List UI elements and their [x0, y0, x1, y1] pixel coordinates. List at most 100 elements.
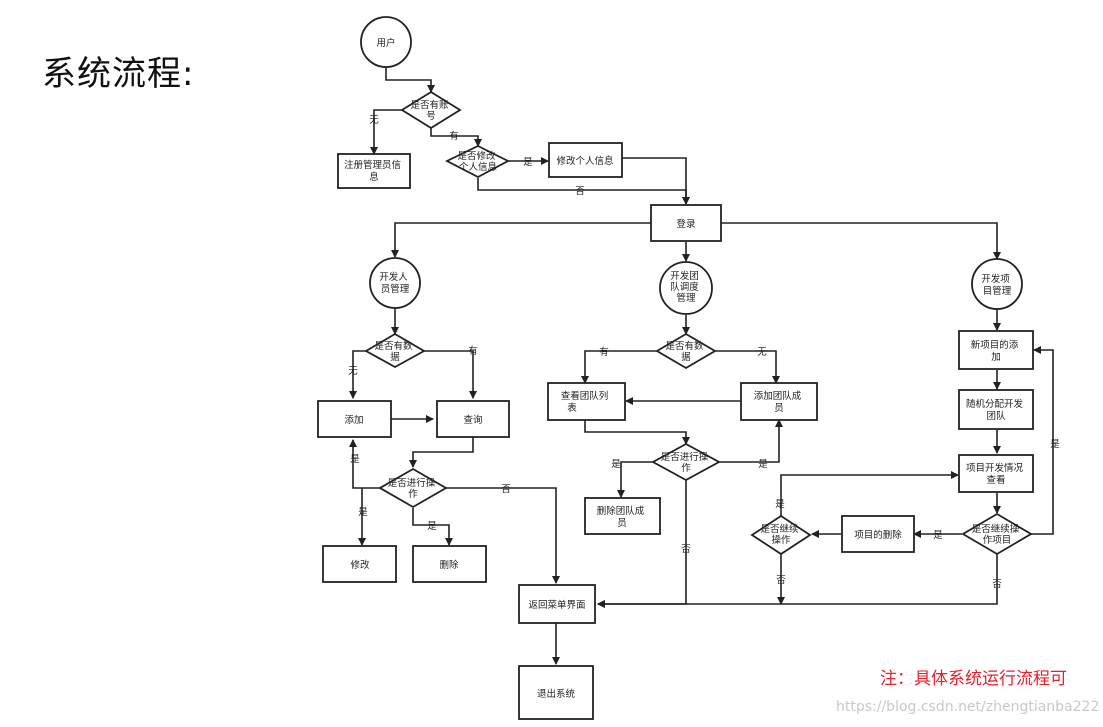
edge-hasdata-view — [581, 350, 657, 384]
label-query: 查询 — [463, 414, 482, 426]
label-dev-staff: 开发人 员管理 — [379, 271, 411, 295]
edge-label-continue-yes-left: 是 — [933, 530, 943, 541]
node-view-team — [547, 382, 626, 421]
label-team-sched: 开发团 队调度 管理 — [670, 270, 702, 304]
edge-label-contop-yes: 是 — [775, 499, 785, 510]
label-proj-status: 项目开发情况 查看 — [966, 462, 1026, 486]
node-continue-op — [750, 514, 812, 556]
edge-label-op-modify-yes: 是 — [358, 507, 368, 518]
edge-label-op-delete-yes: 是 — [427, 521, 437, 532]
label-continue-proj: 是否继续操 作项目 — [972, 523, 1023, 546]
edge-label-contop-no: 否 — [776, 575, 786, 586]
edge-view-op — [584, 420, 690, 445]
node-assign-team — [958, 389, 1034, 430]
edge-login-proj — [721, 222, 1001, 260]
edge-op-delete — [412, 508, 453, 546]
edge-label-modify-no: 否 — [575, 186, 585, 197]
edge-proj-back — [597, 554, 998, 608]
edge-label-op-back-no: 否 — [501, 484, 511, 495]
label-modify-info-q: 是否修改 个人信息 — [457, 150, 498, 173]
edge-login-staff — [391, 222, 651, 258]
label-view-team: 查看团队列 表 — [561, 390, 612, 414]
edge-hasdata-addmember — [715, 350, 780, 384]
edge-hasdata-add — [349, 350, 366, 399]
edge-op-addmember — [719, 419, 783, 463]
label-new-project: 新项目的添 加 — [971, 339, 1022, 363]
node-modify — [322, 545, 397, 583]
edge-op-add — [349, 439, 380, 489]
edge-label-team-have: 有 — [599, 346, 609, 358]
edge-modify-login — [622, 157, 690, 205]
label-delete: 删除 — [439, 559, 459, 571]
edge-label-team-no: 无 — [757, 347, 767, 358]
label-proj-mgmt: 开发项 目管理 — [981, 273, 1013, 297]
footnote: 注：具体系统运行流程可 — [880, 669, 1067, 689]
label-modify-info: 修改个人信息 — [556, 155, 613, 167]
node-add-member — [740, 382, 818, 421]
watermark: https://blog.csdn.net/zhengtianba222 — [836, 699, 1100, 715]
node-team-sched — [659, 261, 713, 315]
label-team-has-data: 是否有数 据 — [665, 340, 706, 363]
edges — [349, 66, 1054, 665]
node-register-admin — [337, 153, 411, 189]
node-modify-info — [548, 142, 623, 178]
edge-contop-status — [780, 471, 959, 516]
label-has-account: 是否有账 号 — [410, 99, 451, 122]
node-del-member — [584, 497, 661, 535]
node-proj-status — [958, 454, 1034, 493]
node-has-account — [400, 90, 462, 130]
node-delete-proj — [841, 515, 915, 553]
label-continue-op: 是否继续 操作 — [760, 523, 801, 546]
label-modify: 修改 — [350, 559, 370, 571]
node-login — [650, 204, 722, 242]
label-team-op: 是否进行操 作 — [661, 451, 712, 474]
label-back-menu: 返回菜单界面 — [528, 599, 585, 611]
edge-op-back — [446, 487, 560, 584]
edge-op-delmember — [617, 461, 653, 498]
node-staff-op — [378, 467, 448, 509]
node-team-op — [651, 442, 721, 482]
node-query — [436, 400, 510, 438]
edge-continue-new — [1030, 346, 1054, 535]
node-proj-mgmt — [971, 258, 1023, 310]
edge-label-continue-no: 否 — [992, 579, 1002, 590]
label-delete-proj: 项目的删除 — [854, 529, 902, 541]
node-add — [317, 400, 392, 438]
node-new-project — [958, 330, 1034, 370]
edge-label-staff-yes: 有 — [468, 345, 478, 357]
label-del-member: 删除团队成 员 — [597, 505, 648, 529]
edge-label-account-no: 无 — [369, 115, 379, 126]
node-modify-info-q — [444, 144, 510, 179]
edge-label-team-op-yes-left: 是 — [611, 459, 621, 470]
page-title: 系统流程: — [42, 54, 195, 94]
node-continue-proj — [961, 512, 1033, 556]
edge-hasdata-query — [424, 350, 477, 399]
node-back-menu — [518, 584, 596, 624]
edge-label-staff-no: 无 — [348, 366, 358, 377]
node-team-has-data — [655, 332, 717, 370]
label-add-member: 添加团队成 员 — [754, 390, 805, 414]
label-staff-has-data: 是否有数 据 — [374, 340, 415, 363]
edge-account-register — [370, 109, 402, 155]
label-exit: 退出系统 — [537, 688, 576, 700]
edge-label-continue-yes-up: 是 — [1050, 439, 1060, 450]
label-add: 添加 — [344, 415, 363, 426]
edge-label-op-add-yes: 是 — [350, 454, 360, 465]
edge-query-op — [409, 437, 474, 468]
edge-label-team-op-no: 否 — [681, 544, 691, 555]
edge-label-modify-yes: 是 — [523, 157, 533, 168]
node-delete — [412, 545, 487, 583]
label-login: 登录 — [676, 219, 696, 230]
edge-label-account-yes: 有 — [449, 130, 459, 142]
node-exit — [518, 665, 594, 720]
edge-account-modifyq — [430, 128, 482, 147]
label-staff-op: 是否进行操 作 — [388, 477, 439, 500]
node-dev-staff — [369, 257, 421, 309]
node-staff-has-data — [364, 332, 426, 369]
edge-label-team-op-yes-right: 是 — [758, 459, 768, 470]
label-user: 用户 — [376, 37, 395, 49]
label-assign-team: 随机分配开发 团队 — [966, 398, 1026, 422]
label-register-admin: 注册管理员信 息 — [344, 159, 404, 183]
edge-user-account — [385, 66, 435, 93]
